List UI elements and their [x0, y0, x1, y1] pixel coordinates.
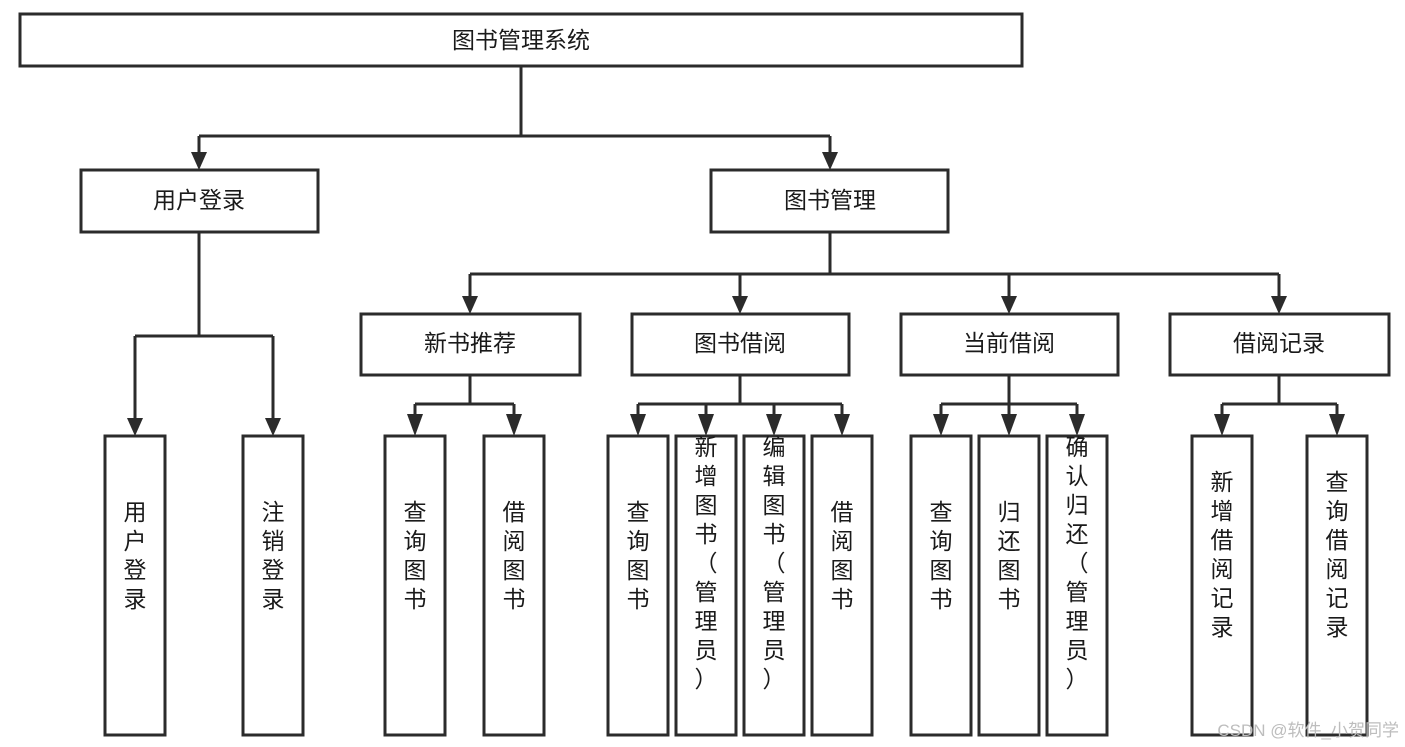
node-new-book-recommend-label: 新书推荐	[424, 330, 516, 356]
leaf-new-book-2-box	[482, 434, 546, 737]
leaf-book-borrow-2-box	[674, 434, 738, 737]
watermark-text: CSDN @软件_小贺同学	[1217, 721, 1399, 740]
arrow-current-borrow-leaf2	[1001, 414, 1017, 436]
leaf-book-borrow-3-label: 编辑图书（管理员）	[763, 434, 786, 692]
leaf-user-login-2-box	[241, 434, 305, 737]
arrow-user-login	[191, 152, 207, 170]
leaf-current-borrow-3-box	[1045, 434, 1109, 737]
leaf-user-login-1-box	[103, 434, 167, 737]
node-root-box	[18, 12, 1024, 68]
arrow-book-borrow-leaf3	[766, 414, 782, 436]
node-book-borrow-label: 图书借阅	[694, 330, 786, 356]
leaf-book-borrow-4[interactable]: 借阅图书	[810, 434, 874, 737]
arrow-current-borrow	[1001, 296, 1017, 314]
arrow-user-login-leaf1	[127, 418, 143, 436]
leaf-borrow-record-1-box	[1190, 434, 1254, 737]
leaf-user-login-1-label: 用户登录	[124, 499, 147, 612]
leaf-book-borrow-3-box	[742, 434, 806, 737]
leaf-user-login-2-label: 注销登录	[262, 499, 285, 612]
arrow-book-borrow	[732, 296, 748, 314]
leaf-current-borrow-2-label: 归还图书	[998, 499, 1021, 612]
leaf-borrow-record-1-label: 新增借阅记录	[1211, 469, 1234, 640]
leaf-current-borrow-3[interactable]: 确认归还（管理员）	[1045, 434, 1109, 737]
arrow-book-borrow-leaf1	[630, 414, 646, 436]
leaf-current-borrow-2-box	[977, 434, 1041, 737]
node-current-borrow-label: 当前借阅	[963, 330, 1055, 356]
arrow-book-borrow-leaf4	[834, 414, 850, 436]
leaf-book-borrow-2-label: 新增图书（管理员）	[695, 434, 718, 692]
leaf-borrow-record-2[interactable]: 查询借阅记录	[1305, 434, 1369, 737]
node-borrow-record-box	[1168, 312, 1391, 377]
node-user-login-box	[79, 168, 320, 234]
leaf-book-borrow-1[interactable]: 查询图书	[606, 434, 670, 737]
leaf-new-book-1-box	[383, 434, 447, 737]
leaf-book-borrow-1-label: 查询图书	[627, 499, 650, 612]
leaf-current-borrow-1-label: 查询图书	[930, 499, 953, 612]
node-current-borrow-box	[899, 312, 1120, 377]
leaf-new-book-1[interactable]: 查询图书	[383, 434, 447, 737]
node-borrow-record[interactable]: 借阅记录	[1168, 312, 1391, 377]
node-user-login[interactable]: 用户登录	[79, 168, 320, 234]
arrow-current-borrow-leaf3	[1069, 414, 1085, 436]
leaf-current-borrow-3-label: 确认归还（管理员）	[1066, 434, 1089, 692]
node-book-manage[interactable]: 图书管理	[709, 168, 950, 234]
arrow-borrow-record-leaf1	[1214, 414, 1230, 436]
node-book-manage-box	[709, 168, 950, 234]
node-book-manage-label: 图书管理	[784, 187, 876, 213]
node-new-book-recommend-box	[359, 312, 582, 377]
leaf-book-borrow-4-box	[810, 434, 874, 737]
leaf-new-book-2[interactable]: 借阅图书	[482, 434, 546, 737]
leaf-borrow-record-2-label: 查询借阅记录	[1326, 469, 1349, 640]
leaf-current-borrow-2[interactable]: 归还图书	[977, 434, 1041, 737]
node-new-book-recommend[interactable]: 新书推荐	[359, 312, 582, 377]
connector-layer	[127, 66, 1345, 436]
leaf-book-borrow-4-label: 借阅图书	[831, 499, 854, 612]
arrow-new-book-leaf2	[506, 414, 522, 436]
leaf-user-login-2[interactable]: 注销登录	[241, 434, 305, 737]
leaf-current-borrow-1[interactable]: 查询图书	[909, 434, 973, 737]
arrow-borrow-record	[1271, 296, 1287, 314]
arrow-new-book-leaf1	[407, 414, 423, 436]
leaf-current-borrow-1-box	[909, 434, 973, 737]
node-borrow-record-label: 借阅记录	[1233, 330, 1325, 356]
node-book-borrow-box	[630, 312, 851, 377]
leaf-book-borrow-3[interactable]: 编辑图书（管理员）	[742, 434, 806, 737]
leaf-new-book-1-label: 查询图书	[404, 499, 427, 612]
arrow-borrow-record-leaf2	[1329, 414, 1345, 436]
leaf-book-borrow-1-box	[606, 434, 670, 737]
node-root-label: 图书管理系统	[452, 27, 590, 53]
arrow-user-login-leaf2	[265, 418, 281, 436]
leaf-new-book-2-label: 借阅图书	[503, 499, 526, 612]
node-root[interactable]: 图书管理系统	[18, 12, 1024, 68]
arrow-book-borrow-leaf2	[698, 414, 714, 436]
node-book-borrow[interactable]: 图书借阅	[630, 312, 851, 377]
leaf-book-borrow-2[interactable]: 新增图书（管理员）	[674, 434, 738, 737]
node-current-borrow[interactable]: 当前借阅	[899, 312, 1120, 377]
leaf-user-login-1[interactable]: 用户登录	[103, 434, 167, 737]
arrow-book-manage	[822, 152, 838, 170]
leaf-borrow-record-1[interactable]: 新增借阅记录	[1190, 434, 1254, 737]
arrow-new-book-recommend	[462, 296, 478, 314]
node-user-login-label: 用户登录	[153, 187, 245, 213]
leaf-borrow-record-2-box	[1305, 434, 1369, 737]
arrow-current-borrow-leaf1	[933, 414, 949, 436]
